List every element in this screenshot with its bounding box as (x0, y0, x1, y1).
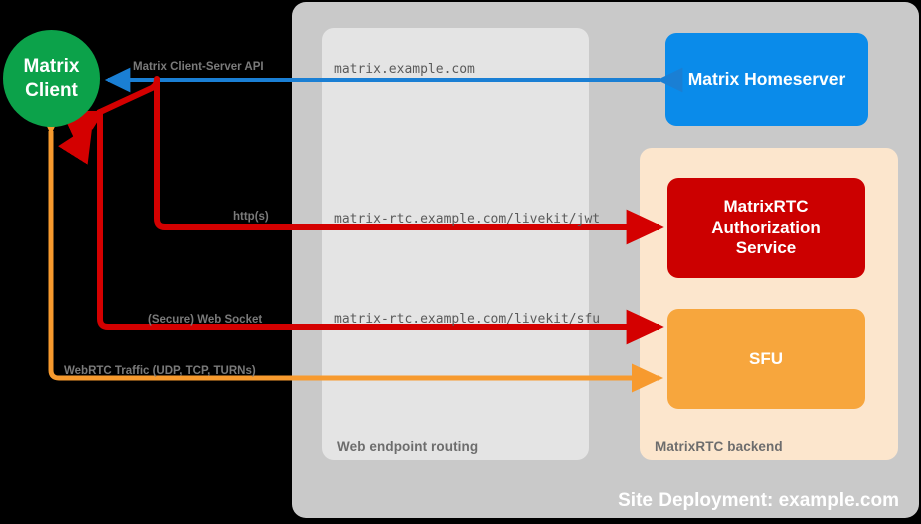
node-matrix-client-line2: Client (25, 79, 78, 101)
panel-label-site-deployment: Site Deployment: example.com (618, 490, 899, 511)
edge-label-cs-api: Matrix Client-Server API (133, 61, 264, 73)
endpoint-url-livekit-sfu: matrix-rtc.example.com/livekit/sfu (334, 312, 601, 327)
endpoint-url-matrix: matrix.example.com (334, 62, 475, 77)
node-matrixrtc-authorization-service[interactable]: MatrixRTC Authorization Service (667, 178, 865, 278)
node-auth-line2: Authorization (711, 217, 821, 237)
node-matrix-homeserver[interactable]: Matrix Homeserver (665, 33, 868, 126)
edge-label-webrtc: WebRTC Traffic (UDP, TCP, TURNs) (64, 365, 256, 377)
edge-label-websocket: (Secure) Web Socket (148, 314, 263, 326)
node-sfu[interactable]: SFU (667, 309, 865, 409)
node-sfu-label: SFU (749, 348, 783, 368)
endpoint-url-livekit-jwt: matrix-rtc.example.com/livekit/jwt (334, 212, 601, 227)
node-matrix-client-line1: Matrix (23, 56, 80, 78)
panel-web-endpoint-routing (322, 28, 589, 460)
panel-label-web-endpoint-routing: Web endpoint routing (337, 439, 479, 454)
node-auth-line1: MatrixRTC (723, 196, 809, 216)
node-matrix-client[interactable]: Matrix Client (3, 30, 100, 127)
panel-label-matrixrtc-backend: MatrixRTC backend (655, 439, 783, 454)
node-auth-line3: Service (735, 238, 797, 258)
node-matrix-homeserver-label: Matrix Homeserver (687, 68, 846, 89)
edge-label-http: http(s) (233, 211, 269, 223)
